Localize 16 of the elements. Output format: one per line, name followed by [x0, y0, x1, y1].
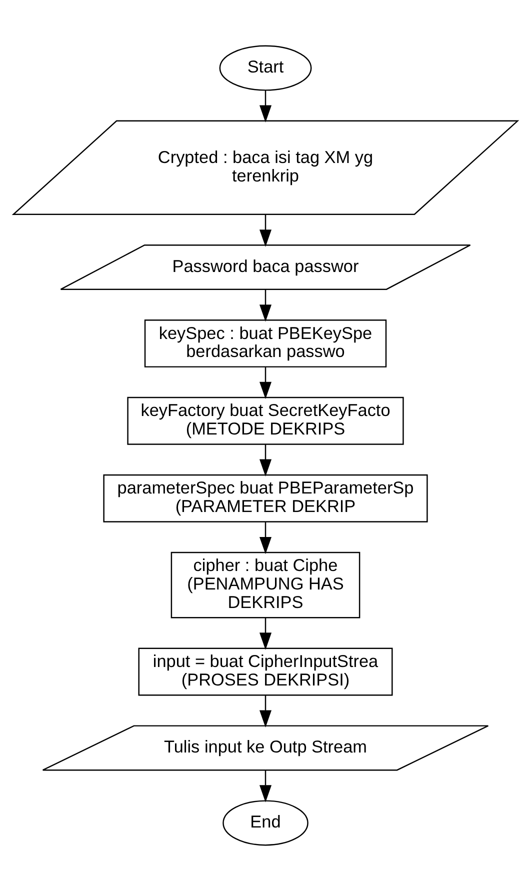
arrow [259, 617, 272, 650]
node-box: input = buat CipherInputStrea (PROSES DEKRIPSI) [138, 647, 393, 696]
arrow [259, 366, 272, 399]
node-box: parameterSpec buat PBEParameterSp (PARAMETER DEKRIP [103, 474, 428, 522]
arrow [259, 288, 272, 322]
arrow [259, 522, 272, 554]
node-ellipse: End [222, 800, 308, 846]
node-box: cipher : buat Ciphe (PENAMPUNG HAS DEKRIPS [170, 551, 360, 618]
arrow [259, 214, 272, 246]
arrow [259, 694, 272, 727]
arrow [259, 770, 272, 802]
node-box: keyFactory buat SecretKeyFacto (METODE DEKRIPS [127, 396, 404, 444]
node-box: keySpec : buat PBEKeySpe berdasarkan passwo [144, 318, 387, 367]
node-ellipse: Start [219, 44, 312, 90]
arrow [259, 444, 272, 476]
arrow [259, 90, 272, 122]
